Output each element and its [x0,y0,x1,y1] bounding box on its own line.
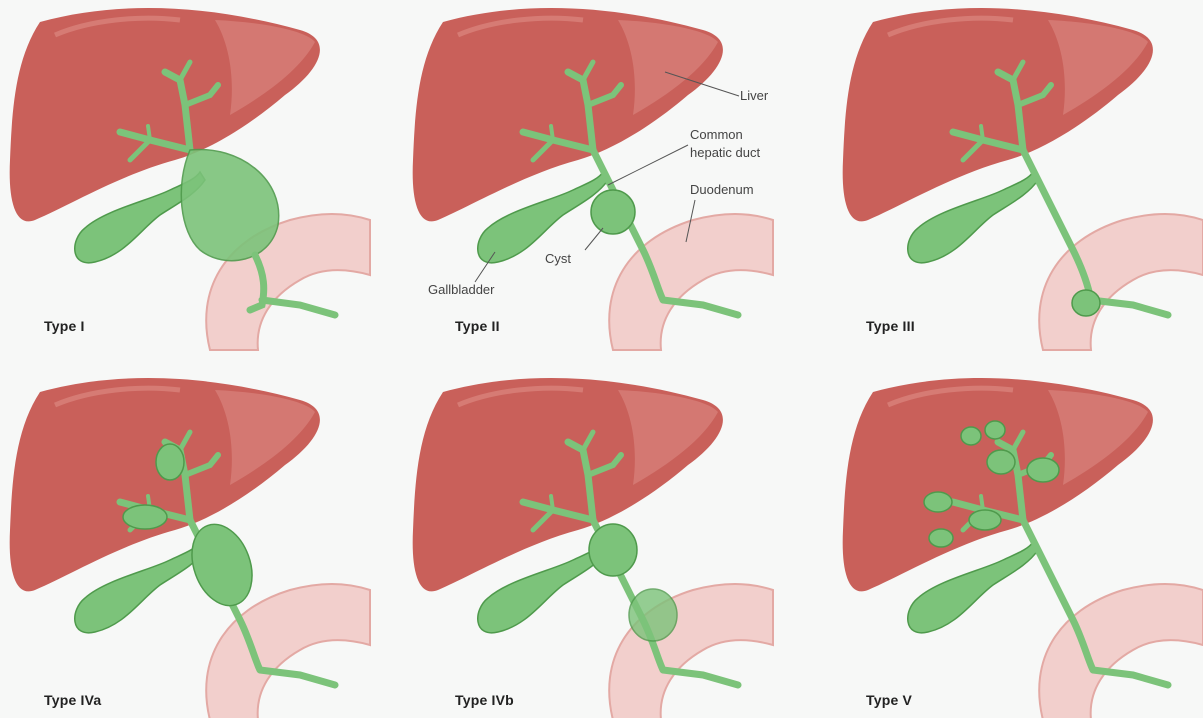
choledochocele [1072,290,1100,316]
panel-caption: Type I [44,318,85,334]
panel-caption: Type IVa [44,692,101,708]
panel-type-iva [10,378,370,718]
cyst [181,150,278,261]
panel-type-ivb [413,378,773,718]
label-liver: Liver [740,88,768,103]
label-common-hepatic-duct: hepatic duct [690,145,760,160]
panel-caption: Type II [455,318,500,334]
liver [10,378,320,591]
cyst [591,190,635,234]
panel-type-iii [843,8,1203,350]
liver [843,8,1153,221]
extrahepatic-cyst [589,524,637,576]
label-cyst: Cyst [545,251,571,266]
intraduodenal-cyst [629,589,677,641]
label-common-hepatic-duct: Common [690,127,743,142]
panel-caption: Type V [866,692,912,708]
intrahepatic-cyst [156,444,184,480]
liver [843,378,1153,591]
panel-type-ii [413,8,773,350]
intrahepatic-cyst [123,505,167,529]
panel-type-i [10,8,370,350]
panel-caption: Type III [866,318,915,334]
liver [413,8,723,221]
label-duodenum: Duodenum [690,182,754,197]
panel-type-v [843,378,1203,718]
liver [413,378,723,591]
label-gallbladder: Gallbladder [428,282,495,297]
liver [10,8,320,221]
panel-caption: Type IVb [455,692,514,708]
